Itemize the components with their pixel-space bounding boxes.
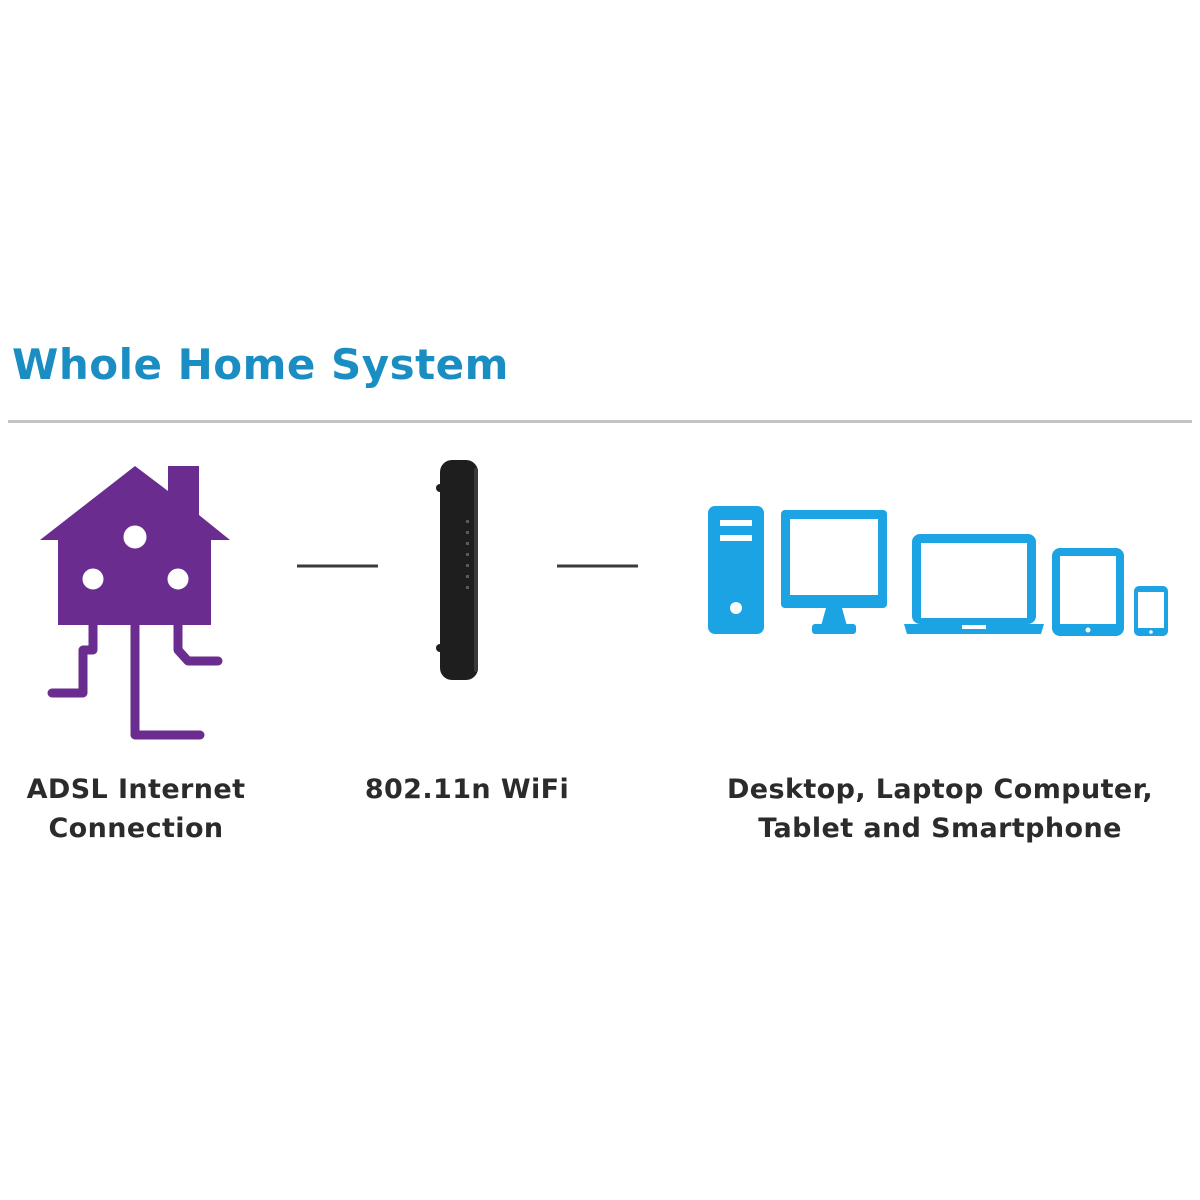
smartphone-icon xyxy=(1134,586,1168,636)
label-line: Desktop, Laptop Computer, xyxy=(727,774,1153,805)
label-line: 802.11n WiFi xyxy=(364,774,570,805)
tablet-icon xyxy=(1052,548,1124,636)
label-wifi: 802.11n WiFi xyxy=(347,770,587,809)
house-circuit-icon xyxy=(40,466,230,740)
router-icon xyxy=(436,460,478,680)
monitor-icon xyxy=(781,510,887,634)
label-devices: Desktop, Laptop Computer, Tablet and Sma… xyxy=(700,770,1180,848)
title-divider xyxy=(8,420,1192,423)
label-line: ADSL Internet xyxy=(26,774,246,805)
label-line: Tablet and Smartphone xyxy=(758,813,1122,844)
laptop-icon xyxy=(904,534,1044,634)
desktop-tower-icon xyxy=(708,506,764,634)
page-title: Whole Home System xyxy=(12,340,509,389)
devices-icon xyxy=(708,506,1168,636)
label-adsl-connection: ADSL Internet Connection xyxy=(16,770,256,848)
label-line: Connection xyxy=(48,813,224,844)
